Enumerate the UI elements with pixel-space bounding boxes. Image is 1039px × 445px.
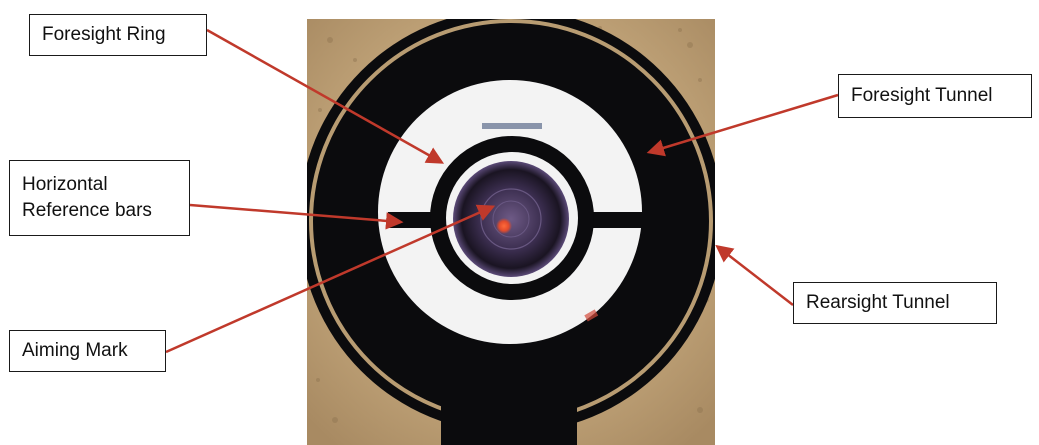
label-horizontal-reference-bars: Horizontal Reference bars (9, 160, 190, 236)
sight-photo (299, 9, 723, 445)
label-foresight-tunnel: Foresight Tunnel (838, 74, 1032, 118)
label-horizontal-line2: Reference bars (22, 198, 152, 224)
label-horizontal-line1: Horizontal (22, 172, 108, 198)
label-aiming-mark: Aiming Mark (9, 330, 166, 372)
paper-strip (482, 123, 542, 129)
aiming-dot (496, 218, 512, 234)
label-foresight-tunnel-text: Foresight Tunnel (851, 83, 993, 109)
label-aiming-mark-text: Aiming Mark (22, 338, 128, 364)
arrow-rearsight-tunnel (718, 247, 793, 305)
label-rearsight-tunnel-text: Rearsight Tunnel (806, 290, 950, 316)
aiming-mark (453, 161, 569, 277)
label-foresight-ring-text: Foresight Ring (42, 22, 166, 48)
rear-post (441, 380, 577, 445)
label-rearsight-tunnel: Rearsight Tunnel (793, 282, 997, 324)
label-foresight-ring: Foresight Ring (29, 14, 207, 56)
